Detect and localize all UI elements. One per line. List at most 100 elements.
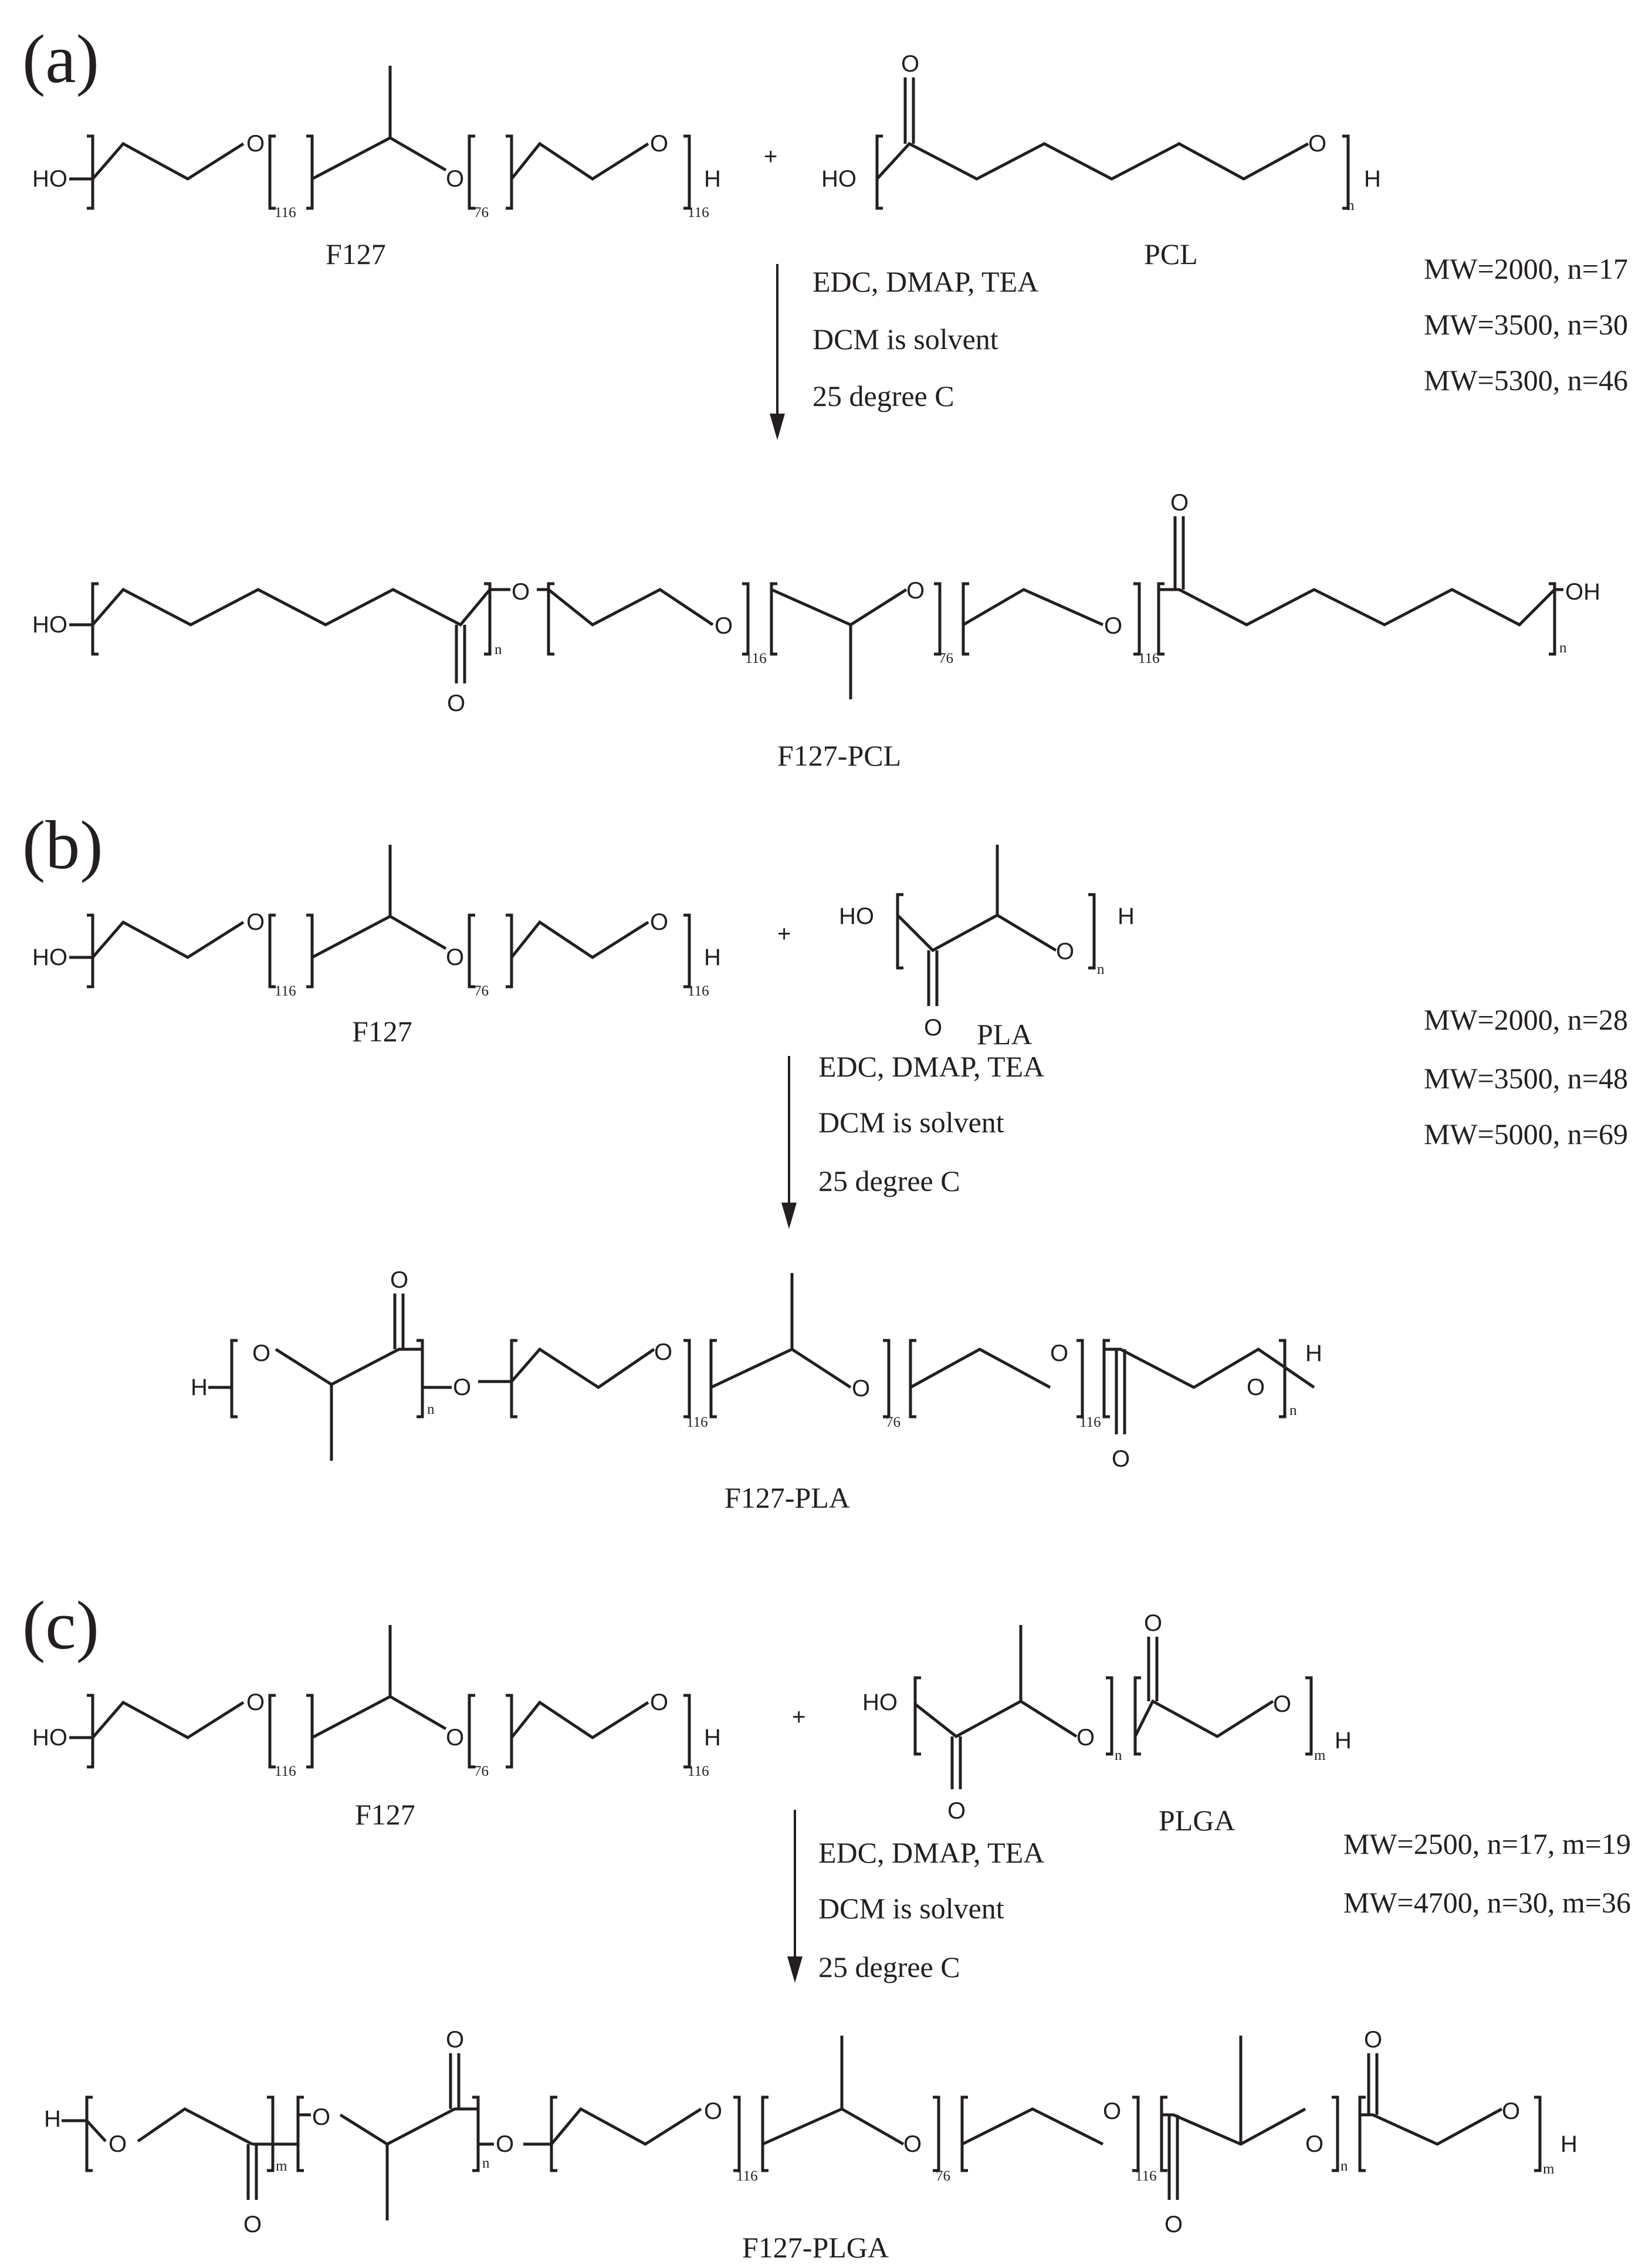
product-bonds: [909, 1348, 1051, 1389]
product-bonds: [1104, 1348, 1315, 1389]
pla-carbonyl-o: O: [924, 1015, 942, 1041]
product-m-subscript: m: [1543, 2161, 1555, 2177]
product-bonds: [275, 1348, 422, 1461]
pla-bonds: [896, 893, 903, 970]
f127-bonds: [506, 134, 513, 210]
product-h-label: H: [1305, 1340, 1322, 1366]
product-bonds: [252, 2113, 311, 2146]
product-o-label: O: [1502, 2098, 1520, 2124]
condition-line: DCM is solvent: [813, 323, 998, 356]
product-bonds: [1133, 582, 1141, 656]
plus-sign: +: [764, 144, 777, 170]
condition-line: DCM is solvent: [818, 1892, 1004, 1925]
product-bonds: [1534, 2095, 1542, 2172]
mw-line: MW=5000, n=69: [1424, 1118, 1628, 1150]
product-n-subscript: n: [1289, 1403, 1297, 1418]
pla-n-subscript: n: [1097, 961, 1105, 977]
product-bonds: [537, 588, 714, 627]
mw-line: MW=5300, n=46: [1424, 364, 1628, 397]
plga-bonds: [1133, 1699, 1274, 1738]
plga-m-subscript: m: [1314, 1748, 1326, 1763]
product-o-label: O: [704, 2098, 722, 2124]
f127-ppo-subscript: 76: [474, 983, 489, 999]
f127-bonds: [69, 141, 245, 181]
f127-peo-subscript: 116: [688, 983, 709, 999]
f127-h-label: H: [704, 166, 721, 192]
product-bonds: [62, 2119, 107, 2142]
product-bonds: [710, 1273, 852, 1389]
product-peo-subscript: 116: [1079, 1414, 1101, 1430]
product-oh-label: OH: [1565, 579, 1600, 605]
product-m-subscript: m: [276, 2158, 287, 2174]
plga-structure: HO O O n O O m H: [862, 1610, 1352, 1824]
product-name: F127-PLA: [725, 1481, 850, 1514]
f127-o-label: O: [446, 166, 464, 192]
product-carbonyl-o: O: [1170, 490, 1189, 516]
plga-bonds: [1305, 1676, 1313, 1756]
pcl-carbonyl-o: O: [901, 51, 919, 77]
pla-carbonyl: [927, 950, 939, 1006]
product-o-label: O: [453, 1374, 471, 1400]
product-name: F127-PLGA: [742, 2231, 889, 2264]
pla-bonds: [896, 845, 1057, 953]
product-o-label: O: [1050, 1340, 1068, 1366]
product-carbonyl: [449, 2053, 461, 2109]
f127-peo-subscript: 116: [688, 205, 709, 221]
panel-label-b: (b): [22, 807, 103, 883]
f127-structure: HO O 116 O 76 O 116 H: [32, 66, 721, 221]
product-bonds: [296, 2095, 304, 2172]
plga-bonds: [913, 1676, 921, 1756]
product-peo-subscript: 116: [686, 1414, 708, 1430]
condition-line: EDC, DMAP, TEA: [813, 265, 1038, 298]
product-bonds: [770, 588, 908, 699]
product-o-label: O: [715, 613, 733, 639]
pla-structure: HO O O n H: [839, 845, 1135, 1041]
product-bonds: [733, 2095, 741, 2172]
pla-h-label: H: [1118, 903, 1135, 929]
f127-bonds: [268, 134, 276, 210]
product-bonds: [267, 2095, 275, 2172]
f127-bonds: [468, 1694, 475, 1769]
f127-structure: HO O 116 O 76 O 116 H: [32, 845, 721, 999]
mw-line: MW=2500, n=17, m=19: [1343, 1827, 1631, 1860]
f127-bonds: [87, 134, 94, 210]
plga-name: PLGA: [1159, 1804, 1235, 1837]
f127-bonds: [306, 1694, 314, 1769]
product-bonds: [742, 582, 750, 656]
condition-line: 25 degree C: [818, 1164, 960, 1197]
f127-bonds: [683, 1694, 691, 1769]
pla-name: PLA: [977, 1018, 1032, 1051]
f127-o-label: O: [246, 131, 265, 157]
f127-o-label: O: [246, 1690, 265, 1715]
product-peo-subscript: 116: [1135, 2168, 1157, 2184]
pcl-n-subscript: n: [1347, 198, 1355, 214]
f127-plga-structure: H O O m O O n O O 116 O: [44, 2027, 1577, 2237]
product-o-label: O: [252, 1340, 270, 1366]
f127-bonds: [306, 134, 314, 210]
product-bonds: [69, 587, 491, 627]
f127-peo-subscript: 116: [688, 1763, 709, 1779]
product-ppo-subscript: 76: [886, 1414, 901, 1430]
plga-carbonyl: [1147, 1637, 1159, 1701]
product-carbonyl: [1173, 516, 1185, 590]
condition-line: 25 degree C: [818, 1951, 960, 1983]
pcl-bonds: [875, 134, 883, 210]
f127-bonds: [468, 913, 475, 988]
product-bonds: [484, 582, 492, 656]
product-bonds: [770, 582, 777, 656]
pcl-name: PCL: [1144, 238, 1198, 270]
plga-o-label: O: [1076, 1725, 1095, 1751]
product-carbonyl: [1167, 2115, 1179, 2200]
product-bonds: [1102, 1339, 1110, 1418]
product-peo-subscript: 116: [1138, 651, 1160, 666]
f127-ho-label: HO: [32, 166, 67, 192]
product-bonds: [761, 2095, 769, 2172]
product-bonds: [1162, 2036, 1306, 2146]
product-bonds: [550, 2095, 557, 2172]
condition-line: DCM is solvent: [818, 1106, 1004, 1139]
f127-h-label: H: [704, 944, 721, 970]
plga-ho-label: HO: [862, 1690, 898, 1715]
product-bonds: [1076, 1339, 1084, 1418]
pcl-h-label: H: [1364, 166, 1381, 192]
